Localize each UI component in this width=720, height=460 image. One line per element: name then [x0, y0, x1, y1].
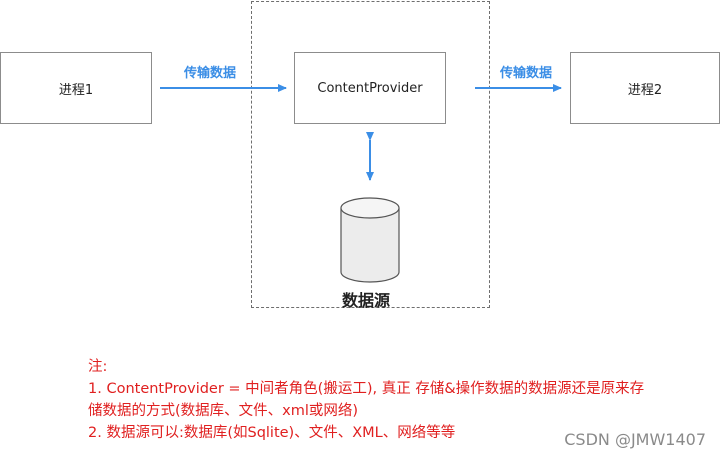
process2-box: 进程2: [570, 52, 720, 124]
datasource-container: [251, 1, 490, 308]
notes-line-3: 2. 数据源可以:数据库(如Sqlite)、文件、XML、网络等等: [88, 425, 456, 441]
datasource-label: 数据源: [342, 291, 391, 310]
process1-box: 进程1: [0, 52, 152, 124]
notes-block: 注: 1. ContentProvider = 中间者角色(搬运工), 真正 存…: [88, 356, 644, 444]
process1-label: 进程1: [58, 82, 94, 98]
notes-line-2: 储数据的方式(数据库、文件、xml或网络): [88, 403, 359, 419]
arrow-left-label: 传输数据: [184, 66, 237, 81]
notes-line-1: 1. ContentProvider = 中间者角色(搬运工), 真正 存储&操…: [88, 381, 645, 397]
notes-heading: 注:: [88, 359, 108, 375]
content-provider-box: ContentProvider: [294, 52, 446, 124]
datasource-cylinder-icon: [340, 197, 400, 283]
content-provider-label: ContentProvider: [317, 80, 423, 96]
process2-label: 进程2: [627, 82, 663, 98]
watermark: CSDN @JMW1407: [564, 430, 706, 449]
arrow-right-label: 传输数据: [500, 66, 553, 81]
